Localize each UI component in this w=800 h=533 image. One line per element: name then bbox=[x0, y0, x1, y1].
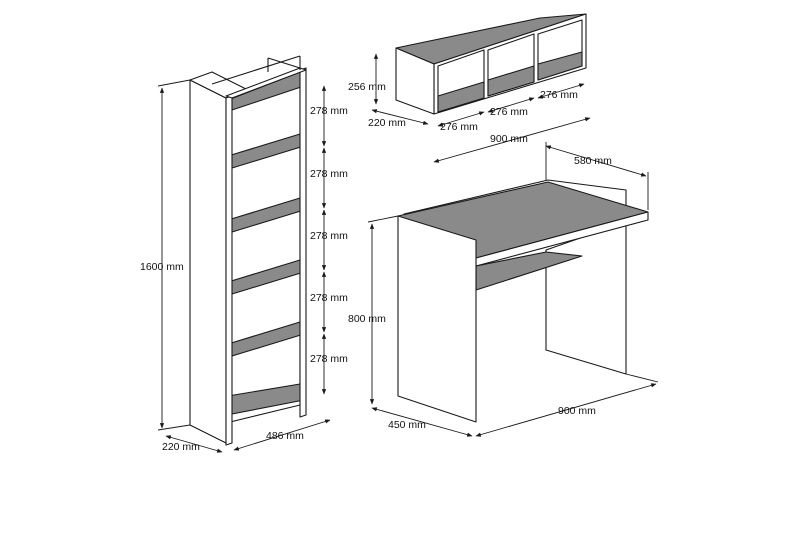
bookcase-depth-dim bbox=[165, 435, 223, 453]
wall-shelf-floor-3 bbox=[537, 51, 583, 81]
desk-height-label: 800 mm bbox=[348, 313, 386, 325]
desk-depth-dim bbox=[371, 407, 473, 437]
gap-label-2: 278 mm bbox=[310, 168, 348, 180]
wall-shelf-width-dim bbox=[433, 117, 591, 163]
desk-topdepth-dim bbox=[545, 145, 647, 177]
desk-left-leg bbox=[397, 215, 477, 423]
bookcase-height-ext-top bbox=[157, 79, 191, 87]
bookcase-gap-dims: 278 mm 278 mm 278 mm 278 mm 278 mm bbox=[310, 85, 348, 395]
bookcase-width-label: 486 mm bbox=[266, 430, 304, 442]
bookcase-right-side bbox=[299, 67, 307, 418]
wall-shelf-height-label: 256 mm bbox=[348, 81, 386, 93]
wall-shelf: 256 mm 220 mm 276 mm 276 mm 276 mm 900 m… bbox=[348, 13, 591, 163]
desk-right-leg bbox=[545, 221, 627, 375]
wall-shelf-width-label: 900 mm bbox=[490, 133, 528, 145]
bookcase-front-post bbox=[225, 95, 233, 446]
wall-shelf-comp-label-2: 276 mm bbox=[490, 106, 528, 118]
wall-shelf-comp-label-3: 276 mm bbox=[540, 89, 578, 101]
desk-width-ext bbox=[625, 373, 659, 383]
wall-shelf-floor-2 bbox=[487, 65, 535, 97]
bookcase-back-panel bbox=[225, 69, 301, 424]
wall-shelf-depth-label: 220 mm bbox=[368, 117, 406, 129]
bookcase-depth-label: 220 mm bbox=[162, 441, 200, 453]
bookcase-left-side bbox=[189, 79, 227, 444]
desk-width-dim bbox=[475, 383, 657, 437]
bookcase-height-ext-bottom bbox=[157, 424, 191, 431]
wall-shelf-comp-label-1: 276 mm bbox=[440, 121, 478, 133]
bookcase-top-back bbox=[267, 57, 301, 69]
gap-label-5: 278 mm bbox=[310, 353, 348, 365]
bookcase: 1600 mm 220 mm 486 mm 278 mm 278 mm 278 … bbox=[140, 55, 348, 453]
bookcase-width-dim bbox=[233, 419, 331, 451]
bookcase-top-board bbox=[225, 67, 307, 99]
wall-shelf-depth-dim bbox=[371, 109, 429, 125]
desk-depth-label: 450 mm bbox=[388, 419, 426, 431]
desk-topdepth-label: 580 mm bbox=[574, 155, 612, 167]
desk: 580 mm 800 mm 450 mm 900 mm bbox=[348, 142, 659, 437]
bookcase-top-front-line bbox=[211, 55, 301, 85]
wall-shelf-floor-1 bbox=[437, 81, 485, 113]
gap-label-4: 278 mm bbox=[310, 292, 348, 304]
gap-label-3: 278 mm bbox=[310, 230, 348, 242]
wall-shelf-left-end bbox=[395, 47, 435, 115]
bookcase-height-label: 1600 mm bbox=[140, 261, 184, 273]
desk-width-label: 900 mm bbox=[558, 405, 596, 417]
gap-label-1: 278 mm bbox=[310, 105, 348, 117]
desk-height-ext bbox=[367, 215, 399, 223]
wall-shelf-comp-dim-3 bbox=[537, 83, 585, 99]
wall-shelf-comp-dim-2 bbox=[487, 97, 535, 113]
